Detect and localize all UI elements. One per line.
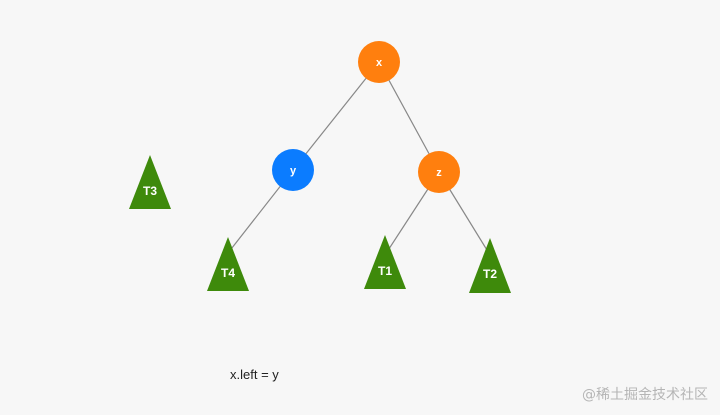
subtree-t4: T4 [207, 237, 249, 291]
subtree-t2: T2 [469, 238, 511, 293]
subtree-t3: T3 [129, 155, 171, 209]
node-y-label: y [290, 165, 297, 177]
subtree-t3-label: T3 [143, 184, 157, 198]
node-x: x [358, 41, 400, 83]
subtree-t2-label: T2 [483, 267, 497, 281]
edge-x-y [292, 61, 380, 171]
node-x-label: x [376, 57, 383, 69]
watermark-text: @稀土掘金技术社区 [582, 387, 708, 403]
node-z: z [418, 151, 460, 193]
caption-text: x.left = y [230, 367, 279, 382]
subtree-t1-label: T1 [378, 264, 392, 278]
node-z-label: z [436, 167, 442, 179]
subtree-t1: T1 [364, 235, 406, 289]
subtree-t4-label: T4 [221, 266, 235, 280]
node-y: y [272, 149, 314, 191]
